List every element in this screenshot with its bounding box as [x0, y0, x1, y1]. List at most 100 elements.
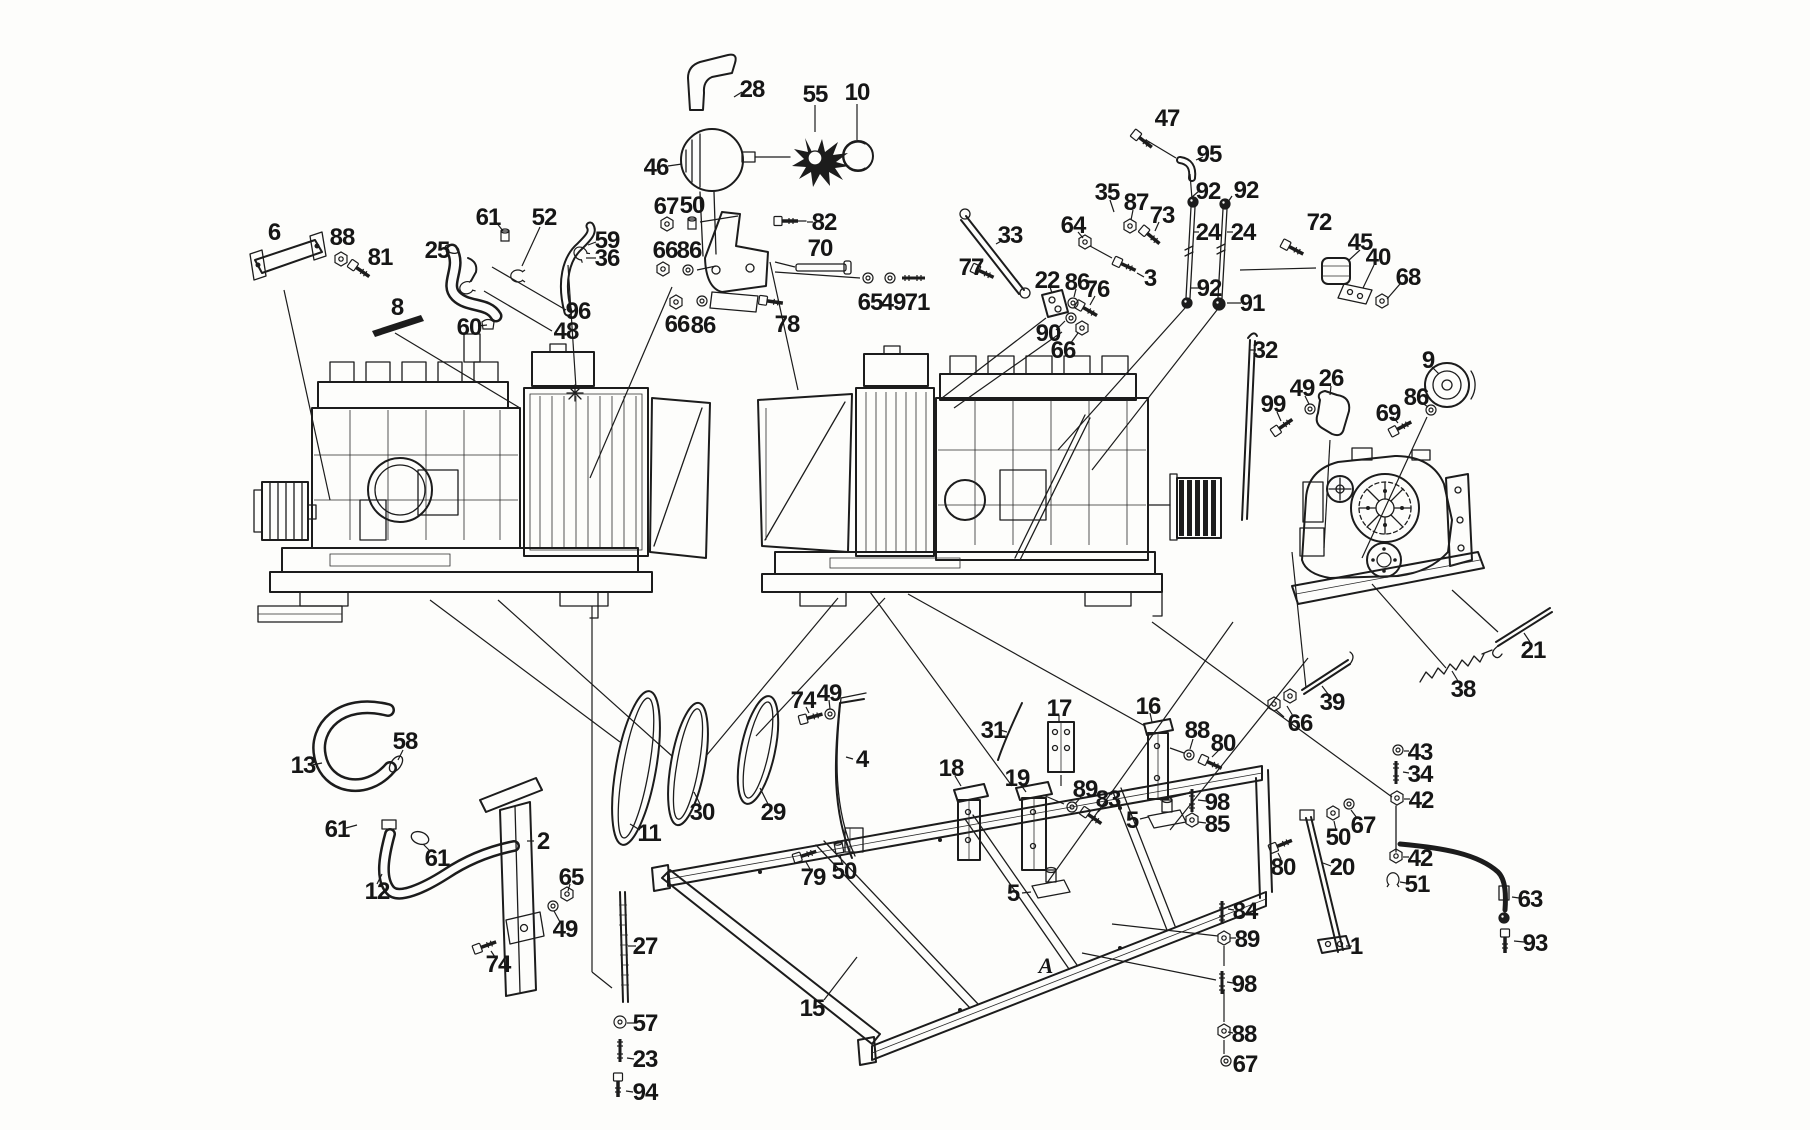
part-number-label: 65 — [858, 289, 883, 316]
part-number-label: 92 — [1196, 178, 1221, 205]
leader-line — [554, 911, 560, 922]
leader-line — [1362, 417, 1427, 558]
part-number-label: 70 — [808, 235, 833, 262]
bolt-icon — [798, 710, 824, 725]
leader-line — [1198, 822, 1206, 823]
leader-line — [1192, 191, 1199, 197]
part-number-label: 68 — [1396, 264, 1421, 291]
ball-icon — [1213, 298, 1225, 310]
nut-icon — [1376, 294, 1388, 308]
part-number-label: 60 — [457, 314, 482, 341]
part-number-label: 45 — [1348, 229, 1373, 256]
part-number-label: 39 — [1320, 689, 1345, 716]
bolt-icon — [1501, 929, 1510, 953]
nut-icon — [1268, 697, 1280, 711]
leader-line — [626, 1091, 633, 1092]
radiator — [524, 344, 648, 556]
part-number-label: 9 — [1422, 347, 1435, 374]
side-panel — [758, 394, 852, 552]
leader-line — [870, 592, 1012, 786]
hardware-icons — [335, 129, 1510, 1097]
part-number-label: 85 — [1205, 811, 1230, 838]
part-number-label: 91 — [1240, 290, 1265, 317]
washer-icon — [548, 901, 558, 911]
pulley-9 — [1425, 363, 1475, 407]
leader-line — [1056, 321, 1065, 330]
leader-line — [1421, 402, 1428, 407]
frame-cross-member — [965, 815, 1077, 969]
part-number-label: 6 — [268, 219, 281, 246]
frame-reference-marker: A — [1037, 953, 1054, 978]
nut-icon — [657, 262, 669, 276]
leader-line — [694, 792, 700, 804]
frame-rail-near — [872, 892, 1266, 1060]
washer-icon — [885, 273, 895, 283]
part-number-label: 58 — [393, 728, 418, 755]
part-number-label: 47 — [1155, 105, 1180, 132]
part-number-label: 40 — [1366, 244, 1391, 271]
frame-rail-far — [668, 766, 1262, 886]
mount-45 — [1322, 258, 1372, 304]
ball-icon — [1188, 197, 1198, 207]
leader-line — [1075, 797, 1081, 804]
nut-icon — [335, 252, 347, 266]
nut-icon — [1218, 1024, 1230, 1038]
leader-line — [592, 972, 612, 988]
leader-line — [1512, 897, 1519, 898]
frame-cross-member — [816, 841, 978, 1008]
leader-line — [1432, 367, 1439, 374]
part-number-label: 16 — [1136, 693, 1161, 720]
leader-line — [588, 242, 596, 245]
belt-30 — [660, 700, 715, 828]
leader-line — [1393, 417, 1398, 423]
frame-cross-member — [1113, 788, 1175, 930]
bracket-17 — [1048, 722, 1074, 772]
leader-line — [398, 750, 403, 760]
leader-lines — [284, 92, 1530, 1092]
part-number-label: 50 — [680, 192, 705, 219]
expansion-tank — [864, 354, 928, 386]
leader-line — [1090, 296, 1095, 305]
leader-line — [1348, 250, 1360, 261]
rod-27 — [619, 892, 629, 1002]
part-number-label: 83 — [1096, 786, 1121, 813]
leader-line — [942, 318, 1046, 398]
bolt-icon — [614, 1073, 623, 1097]
part-number-label: 24 — [1196, 219, 1222, 246]
part-number-label: 69 — [1376, 400, 1401, 427]
leader-line — [395, 333, 520, 408]
bolt-icon — [774, 217, 798, 226]
leader-line — [840, 855, 842, 863]
part-number-label: 72 — [1307, 209, 1332, 236]
part-number-label: 2 — [537, 828, 550, 855]
bolt-icon — [1270, 416, 1295, 437]
hose-12 — [382, 820, 514, 894]
leader-line — [1150, 713, 1152, 722]
part-number-label: 74 — [791, 687, 817, 714]
side-panel — [650, 398, 710, 558]
hose-13 — [319, 707, 405, 785]
leader-line — [697, 266, 716, 270]
leader-line — [770, 262, 798, 390]
rod-21 — [1493, 608, 1552, 658]
spring-38 — [1420, 654, 1484, 682]
part-number-label: 67 — [654, 193, 679, 220]
part-number-label: 66 — [653, 237, 678, 264]
leader-line — [1323, 863, 1331, 866]
part-number-label: 33 — [998, 222, 1023, 249]
leader-line — [1400, 882, 1406, 883]
ball-icon — [1499, 913, 1509, 923]
part-number-label: 64 — [1061, 212, 1087, 239]
part-number-label: 82 — [812, 209, 837, 236]
part-number-label: 1 — [1350, 933, 1363, 960]
leader-line — [734, 92, 742, 97]
leader-line — [1524, 633, 1530, 642]
cyl-icon — [834, 840, 844, 853]
leader-line — [423, 844, 430, 851]
idler-gear — [1367, 543, 1401, 577]
leader-line — [954, 332, 1062, 408]
part-number-label: 73 — [1150, 202, 1175, 229]
washer-icon — [1426, 405, 1436, 415]
left-engine — [254, 334, 710, 622]
